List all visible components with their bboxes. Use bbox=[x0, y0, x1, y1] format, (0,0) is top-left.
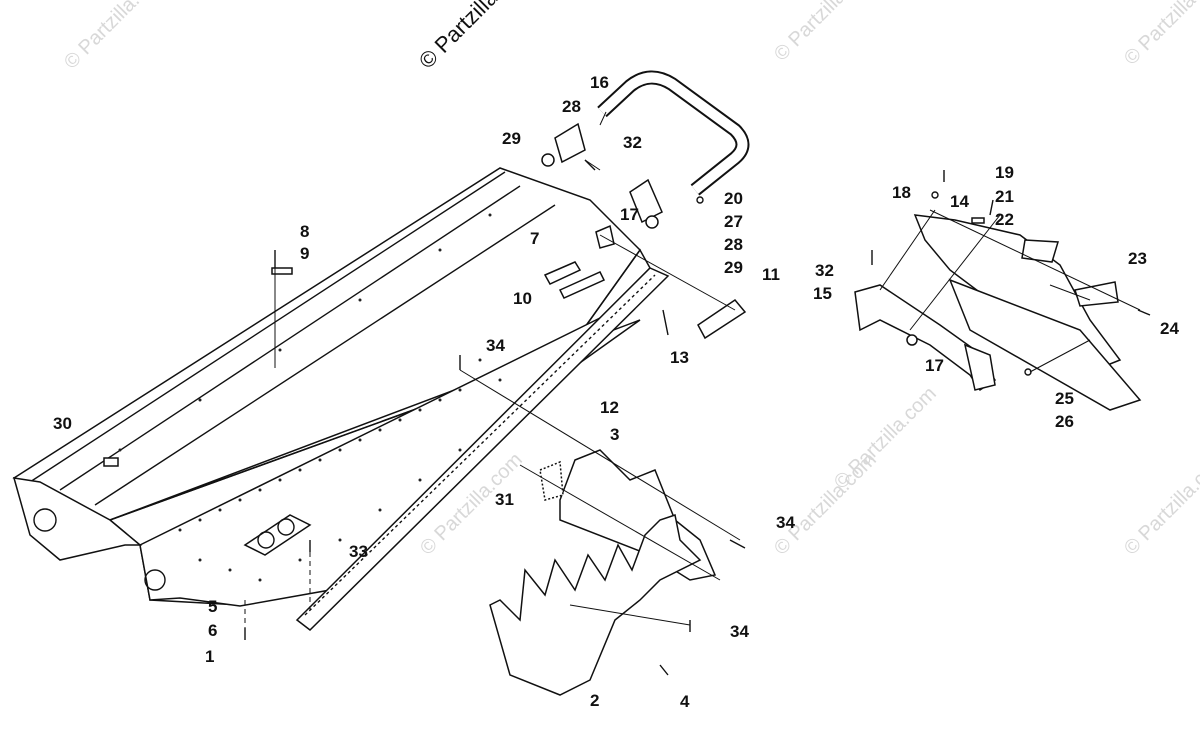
grab-bar-inner bbox=[598, 72, 748, 194]
bolt-19 bbox=[989, 199, 994, 216]
snow-flap-2 bbox=[489, 514, 702, 696]
part-label-4: 4 bbox=[680, 692, 690, 711]
leader-lines bbox=[244, 111, 1141, 628]
part-label-28: 28 bbox=[562, 97, 581, 116]
part-label-7: 7 bbox=[530, 229, 539, 248]
part-label-25: 25 bbox=[1055, 389, 1074, 408]
part-callouts: 1 2 3 4 5 6 7 8 9 10 11 12 13 14 15 16 1… bbox=[53, 73, 1179, 711]
mount-bracket-28 bbox=[629, 178, 663, 224]
part-label-20: 20 bbox=[724, 189, 743, 208]
plate-hole bbox=[257, 531, 275, 549]
part-label-31: 31 bbox=[495, 490, 514, 509]
screw-24 bbox=[1137, 309, 1151, 316]
part-label-8: 8 bbox=[300, 222, 309, 241]
part-label-15: 15 bbox=[813, 284, 832, 303]
part-label-14: 14 bbox=[950, 192, 969, 211]
watermark-faint: © Partzilla.com bbox=[1120, 449, 1200, 560]
watermark-faint: © Partzilla.com bbox=[1120, 0, 1200, 70]
part-label-2: 2 bbox=[590, 691, 599, 710]
part-label-13: 13 bbox=[670, 348, 689, 367]
tunnel-hole bbox=[144, 569, 166, 591]
decal-10 bbox=[558, 271, 606, 299]
part-label-34b: 34 bbox=[776, 513, 795, 532]
plate-30 bbox=[103, 457, 119, 467]
bolt-13 bbox=[662, 309, 669, 336]
rear-flap-panel bbox=[948, 278, 1142, 411]
slide-rail bbox=[295, 267, 670, 631]
nut-29 bbox=[541, 153, 555, 167]
part-label-12: 12 bbox=[600, 398, 619, 417]
part-label-11: 11 bbox=[762, 265, 780, 284]
decal-7 bbox=[543, 261, 582, 285]
weight-31 bbox=[539, 460, 564, 501]
tunnel-hole bbox=[33, 508, 57, 532]
part-label-34c: 34 bbox=[730, 622, 749, 641]
tunnel-ridge bbox=[29, 171, 506, 483]
watermark-main: © Partzilla.com bbox=[414, 0, 537, 74]
nut-29 bbox=[645, 215, 659, 229]
watermark-faint: © Partzilla.com bbox=[770, 0, 881, 66]
part-label-17: 17 bbox=[620, 205, 639, 224]
mount-bracket-28 bbox=[554, 122, 586, 164]
watermark-faint: © Partzilla.com bbox=[60, 0, 171, 74]
part-label-19: 19 bbox=[995, 163, 1014, 182]
part-label-29b: 29 bbox=[724, 258, 743, 277]
part-label-21: 21 bbox=[995, 187, 1014, 206]
plate-hole bbox=[277, 518, 295, 536]
nut-17 bbox=[906, 334, 918, 346]
part-label-24: 24 bbox=[1160, 319, 1179, 338]
part-label-26: 26 bbox=[1055, 412, 1074, 431]
part-label-27: 27 bbox=[724, 212, 743, 231]
part-label-22: 22 bbox=[995, 210, 1014, 229]
tunnel-ridge bbox=[59, 185, 521, 491]
part-label-9: 9 bbox=[300, 244, 309, 263]
part-label-10: 10 bbox=[513, 289, 532, 308]
part-label-28b: 28 bbox=[724, 235, 743, 254]
tunnel-end-flange bbox=[12, 477, 143, 561]
part-label-17b: 17 bbox=[925, 356, 944, 375]
grab-bar-assembly bbox=[541, 70, 750, 229]
part-label-32b: 32 bbox=[815, 261, 834, 280]
part-label-16: 16 bbox=[590, 73, 609, 92]
part-label-34: 34 bbox=[486, 336, 505, 355]
part-label-3: 3 bbox=[610, 425, 619, 444]
plate-9 bbox=[271, 267, 293, 275]
watermark-faint: © Partzilla.com bbox=[830, 383, 941, 494]
part-label-32: 32 bbox=[623, 133, 642, 152]
bracket-17 bbox=[595, 224, 615, 249]
bracket-15-tab bbox=[963, 343, 996, 391]
bolt-14 bbox=[971, 217, 985, 224]
rivet-4 bbox=[659, 664, 669, 676]
decal-23 bbox=[1074, 281, 1119, 307]
decal-22 bbox=[1021, 239, 1059, 263]
part-label-33: 33 bbox=[349, 542, 368, 561]
part-label-18: 18 bbox=[892, 183, 911, 202]
washer-18 bbox=[931, 191, 939, 199]
part-label-5: 5 bbox=[208, 597, 217, 616]
part-label-29: 29 bbox=[502, 129, 521, 148]
part-label-30: 30 bbox=[53, 414, 72, 433]
part-label-1: 1 bbox=[205, 647, 214, 666]
rear-flap-assembly bbox=[854, 214, 1142, 411]
bracket-15 bbox=[854, 284, 997, 392]
snow-flaps bbox=[489, 449, 717, 696]
tunnel-ridge bbox=[94, 204, 556, 506]
washer-20 bbox=[696, 196, 704, 204]
decal-11 bbox=[697, 298, 747, 340]
part-label-6: 6 bbox=[208, 621, 217, 640]
part-label-23: 23 bbox=[1128, 249, 1147, 268]
rivet-34 bbox=[729, 539, 746, 549]
tunnel-assembly bbox=[12, 167, 670, 631]
